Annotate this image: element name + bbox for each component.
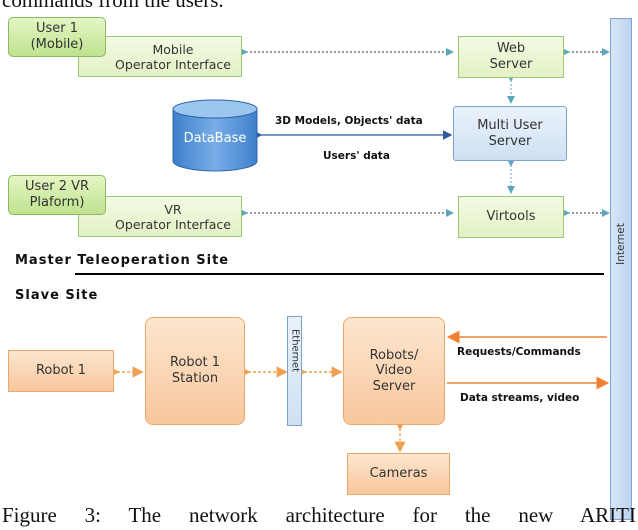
- multi-user-server-node: Multi User Server: [453, 106, 567, 161]
- slave-site-heading: Slave Site: [15, 288, 99, 303]
- edge-label-streams: Data streams, video: [460, 392, 580, 404]
- virtools-node: Virtools: [458, 196, 564, 238]
- internet-bar: [610, 18, 632, 520]
- master-site-heading: Master Teleoperation Site: [15, 253, 230, 268]
- edge-label-models: 3D Models, Objects' data: [275, 115, 423, 127]
- video-server-node: Robots/ Video Server: [343, 317, 445, 425]
- web-server-node: Web Server: [458, 36, 564, 78]
- ethernet-bar: [287, 316, 302, 426]
- internet-label: Internet: [615, 223, 627, 265]
- ethernet-label: Ethernet: [289, 328, 301, 373]
- robot1-node: Robot 1: [8, 350, 114, 392]
- database-node: DataBase: [172, 99, 258, 172]
- database-label: DataBase: [183, 131, 247, 146]
- figure-caption: Figure 3: The network architecture for t…: [2, 503, 636, 527]
- user2-node: User 2 VR Plaform): [8, 175, 106, 215]
- header-text: commands from the users.: [2, 0, 224, 12]
- robot1-station-node: Robot 1 Station: [145, 317, 245, 425]
- user1-node: User 1 (Mobile): [8, 17, 106, 57]
- database-cylinder-icon: [172, 99, 258, 172]
- cameras-node: Cameras: [347, 453, 450, 495]
- edge-label-users: Users' data: [323, 150, 390, 162]
- edge-label-requests: Requests/Commands: [457, 346, 581, 358]
- mobile-operator-interface: Mobile Operator Interface: [78, 36, 242, 77]
